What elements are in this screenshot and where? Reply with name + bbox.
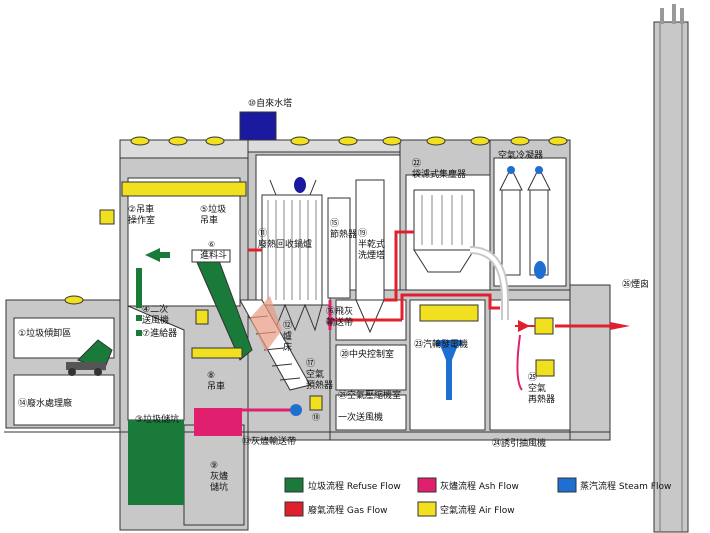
- label-refuse-crane: ⑤垃圾吊車: [200, 203, 226, 226]
- label-feed-hopper-num: ⑥: [208, 240, 215, 249]
- legend-gas: 廢氣流程 Gas Flow: [308, 504, 387, 516]
- label-primary-fan: 一次送風機: [338, 411, 383, 423]
- label-feeder: ⑦進給器: [142, 327, 177, 339]
- label-fly-ash: ⑯飛灰輸送帶: [326, 305, 353, 328]
- feeder-yellow: [195, 309, 209, 325]
- legend-refuse: 垃圾流程 Refuse Flow: [308, 480, 401, 492]
- label-air-condenser: 空氣冷凝器: [498, 149, 543, 161]
- label-chimney: ㉖煙囪: [622, 278, 649, 290]
- label-air-compressor: ㉑空氣壓縮機室: [338, 389, 401, 401]
- primary-air-fan: [309, 395, 323, 411]
- legend-swatch-gas: [284, 501, 304, 517]
- roof-vents: [64, 136, 568, 305]
- refuse-truck: [66, 339, 113, 376]
- label-id-fan: ㉔誘引抽風機: [492, 437, 546, 449]
- legend-swatch-steam: [557, 477, 577, 493]
- labels: ⑩自來水塔 ①垃圾傾卸區 ⑭廢水處理廠 ③垃圾儲坑 進料斗 ⑥ ⑦進給器 ⑬灰燼…: [18, 97, 649, 493]
- legend: 垃圾流程 Refuse Flow 灰燼流程 Ash Flow 蒸汽流程 Stea…: [284, 477, 671, 517]
- refuse-pit-fill: [128, 420, 184, 505]
- label-turbine: ㉓汽輪發電機: [414, 338, 468, 350]
- economizer: [327, 197, 351, 299]
- gas-flow-lines: [248, 230, 500, 322]
- label-tipping-area: ①垃圾傾卸區: [18, 327, 71, 339]
- legend-steam: 蒸汽流程 Steam Flow: [580, 480, 671, 492]
- air-flow-lines: [469, 246, 630, 391]
- air-condenser: [499, 166, 551, 279]
- turbine-generator: [419, 304, 479, 400]
- legend-swatch-refuse: [284, 477, 304, 493]
- label-crane-room: ②吊車操作室: [128, 203, 155, 226]
- chimney: [653, 4, 689, 533]
- label-feed-hopper: 進料斗: [200, 249, 227, 261]
- crane-cabin: [99, 209, 115, 225]
- label-water-tower: ⑩自來水塔: [248, 97, 292, 109]
- legend-swatch-air: [417, 501, 437, 517]
- label-central-control: ⑳中央控制室: [340, 348, 394, 360]
- water-tower: [239, 111, 277, 141]
- waste-heat-boiler: [261, 177, 323, 332]
- ash-crane-rail: [191, 347, 243, 359]
- label-wastewater: ⑭廢水處理廠: [18, 397, 72, 409]
- label-secondary-fan: ④二次送風機: [142, 303, 169, 326]
- feed-hopper: [191, 249, 231, 263]
- refuse-arrows: [136, 248, 170, 336]
- furnace-grate: [239, 296, 311, 391]
- ash-conveyor-pulley: [290, 404, 302, 416]
- label-flue-18: ⑱: [312, 413, 320, 422]
- label-ash-conveyor: ⑬灰燼輸送帶: [242, 435, 296, 447]
- legend-ash: 灰燼流程 Ash Flow: [440, 480, 519, 492]
- legend-air: 空氣流程 Air Flow: [440, 504, 515, 516]
- semi-dry-scrubber: [355, 179, 385, 301]
- legend-swatch-ash: [417, 477, 437, 493]
- crane-rail: [121, 181, 247, 197]
- ash-pit-fill: [194, 408, 242, 436]
- label-refuse-pit: ③垃圾儲坑: [135, 413, 179, 425]
- bag-filter: [413, 189, 475, 273]
